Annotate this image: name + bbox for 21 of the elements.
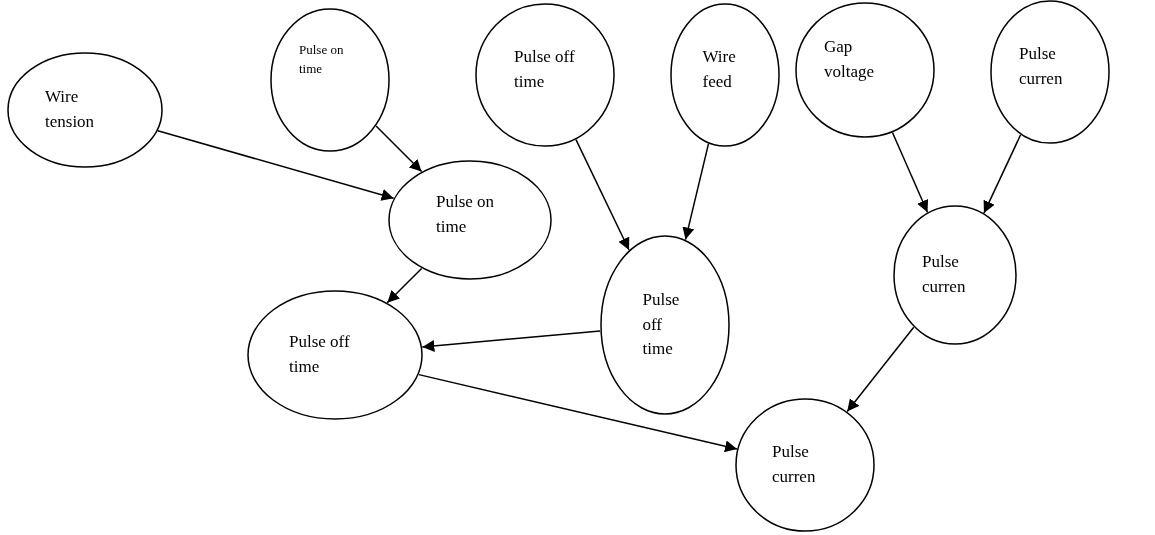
node-label: Pulse off time [514,46,576,93]
node-label: Pulse curren [922,251,967,298]
node-label: Gap voltage [824,36,876,83]
arrow [682,142,710,241]
node-label: Pulse on time [436,191,496,238]
node-label: Wire tension [45,86,96,133]
node-label: Pulse curren [772,441,817,488]
arrow [386,267,423,304]
arrow [418,373,738,453]
arrow [375,125,423,173]
arrow [157,130,395,201]
arrow [575,138,630,251]
arrow [846,326,915,413]
arrow [983,134,1022,214]
node-label: Pulse off time [642,289,681,361]
arrow [421,330,601,352]
node-label: Pulse off time [289,331,351,378]
arrow [891,131,929,214]
node-label: Wire feed [702,46,737,93]
node-label: Pulse on time [299,41,345,78]
node-label: Pulse curren [1019,43,1064,90]
